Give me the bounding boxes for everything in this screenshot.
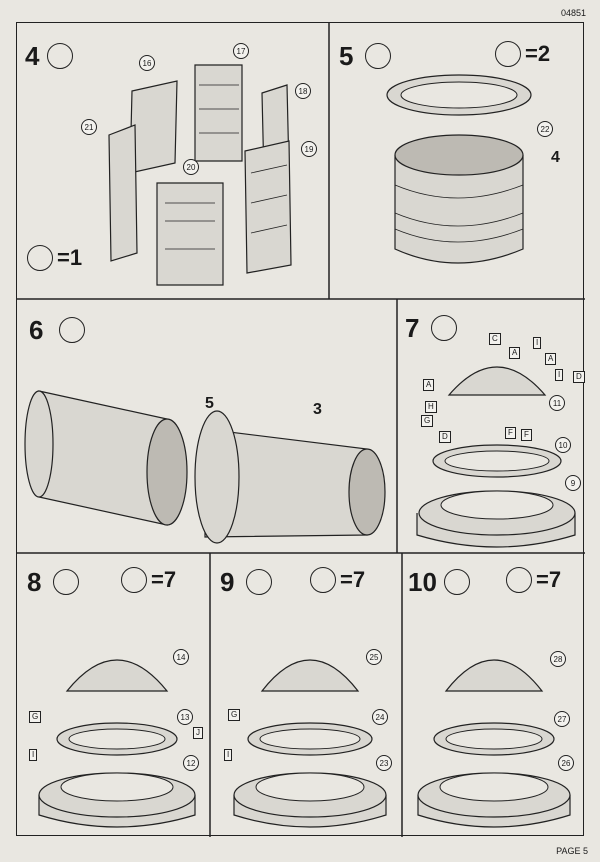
- glue-icon: [431, 315, 457, 341]
- glue-icon: [246, 569, 272, 595]
- cylinder-drawing: [386, 74, 532, 264]
- tag: I: [533, 337, 542, 349]
- paint-brush-icon: [121, 567, 147, 593]
- document-code: 04851: [560, 8, 586, 18]
- part-callout: 14: [173, 649, 189, 665]
- part-callout: 28: [550, 651, 566, 667]
- quantity: =2: [525, 41, 551, 66]
- assembly-ref: 4: [551, 149, 560, 166]
- step-10-panel: 10 =7 28 27 26: [402, 553, 585, 837]
- step-number: 8: [27, 567, 42, 597]
- step-6-panel: 6 5 3: [17, 299, 397, 553]
- part-callout: 25: [366, 649, 382, 665]
- tag: H: [425, 401, 437, 413]
- tag: I: [224, 749, 233, 761]
- step-8-panel: 8 =7 14 13 12 G I J: [17, 553, 210, 837]
- step-9-panel: 9 =7 25 24 23 G I: [210, 553, 402, 837]
- tag: F: [505, 427, 516, 439]
- part-callout: 20: [183, 159, 199, 175]
- tag: G: [421, 415, 434, 427]
- part-callout: 26: [558, 755, 574, 771]
- tag: D: [573, 371, 585, 383]
- step-number: 10: [408, 567, 437, 597]
- step-number: 4: [25, 41, 40, 71]
- step-number: 7: [405, 313, 420, 343]
- dome-base-drawing: [416, 366, 576, 548]
- dome-base-drawing: [417, 659, 571, 828]
- tag: G: [29, 711, 42, 723]
- tag: I: [555, 369, 564, 381]
- dome-base-drawing: [233, 659, 387, 828]
- tag: D: [439, 431, 451, 443]
- step-5-panel: 5 =2 22 4: [329, 23, 585, 299]
- step-number: 9: [220, 567, 235, 597]
- assembly-ref: 5: [205, 395, 214, 412]
- tag: F: [521, 429, 532, 441]
- paint-brush-icon: [506, 567, 532, 593]
- step-7-panel: 7 11 10 9 C A I A A I D H G D F F: [397, 299, 585, 553]
- tag: A: [545, 353, 557, 365]
- part-callout: 12: [183, 755, 199, 771]
- glue-icon: [47, 43, 73, 69]
- tag: C: [489, 333, 501, 345]
- tag: G: [228, 709, 241, 721]
- quantity: =7: [151, 567, 177, 592]
- paint-brush-icon: [310, 567, 336, 593]
- quantity: =7: [536, 567, 562, 592]
- segment-parts-drawing: [108, 64, 292, 286]
- paint-brush-icon: [27, 245, 53, 271]
- glue-icon: [365, 43, 391, 69]
- part-callout: 22: [537, 121, 553, 137]
- quantity: =1: [57, 245, 83, 270]
- step-number: 6: [29, 315, 44, 345]
- panel-grid: [17, 23, 585, 837]
- glue-icon: [59, 317, 85, 343]
- part-callout: 9: [565, 475, 581, 491]
- dome-base-drawing: [38, 659, 196, 828]
- part-callout: 23: [376, 755, 392, 771]
- glue-icon: [444, 569, 470, 595]
- glue-icon: [53, 569, 79, 595]
- part-callout: 17: [233, 43, 249, 59]
- part-callout: 16: [139, 55, 155, 71]
- part-callout: 21: [81, 119, 97, 135]
- tag: I: [29, 749, 38, 761]
- step-4-panel: 4 =1 16 17 18 19 20 21: [17, 23, 329, 299]
- part-callout: 10: [555, 437, 571, 453]
- tag: A: [509, 347, 521, 359]
- quantity: =7: [340, 567, 366, 592]
- assembly-ref: 3: [313, 401, 322, 418]
- paint-brush-icon: [495, 41, 521, 67]
- part-callout: 27: [554, 711, 570, 727]
- part-callout: 19: [301, 141, 317, 157]
- tag: J: [193, 727, 203, 739]
- part-callout: 18: [295, 83, 311, 99]
- part-callout: 24: [372, 709, 388, 725]
- page-number: PAGE 5: [556, 846, 588, 856]
- section-join-drawing: [24, 390, 386, 544]
- part-callout: 13: [177, 709, 193, 725]
- tag: A: [423, 379, 435, 391]
- part-callout: 11: [549, 395, 565, 411]
- instruction-frame: 4 =1 16 17 18 19 20 21 5: [16, 22, 585, 837]
- step-number: 5: [339, 41, 354, 71]
